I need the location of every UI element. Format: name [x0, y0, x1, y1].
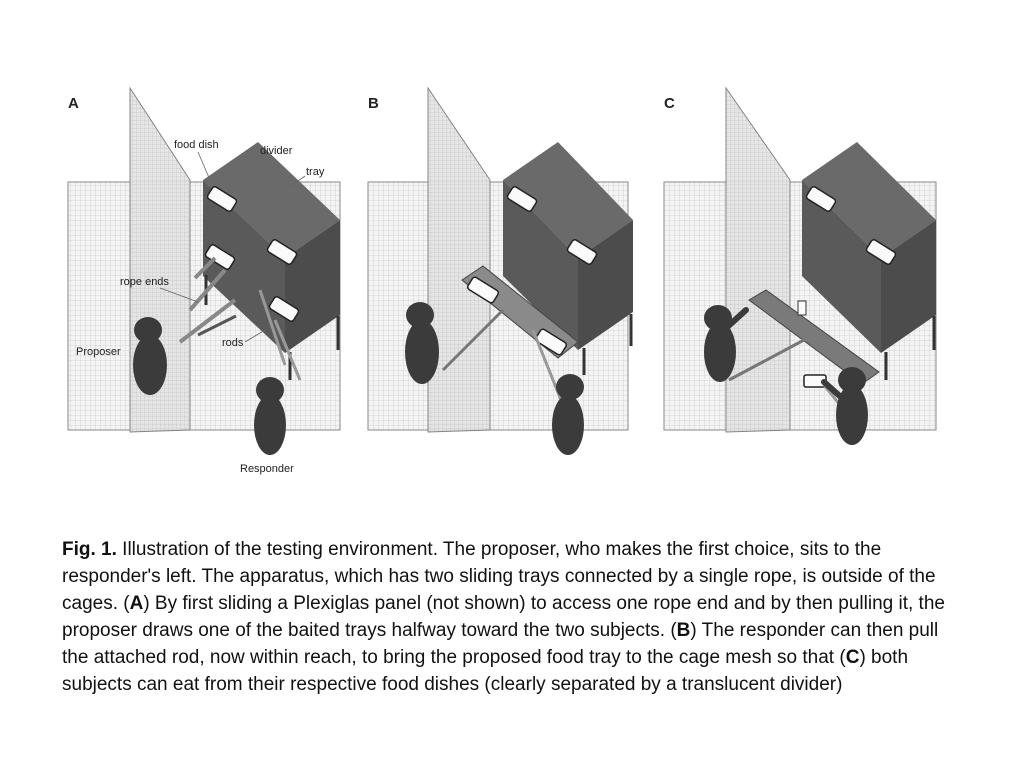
- tray: [204, 244, 236, 270]
- panel-letter-c: C: [664, 95, 675, 112]
- responder-head: [838, 367, 866, 393]
- panel-letter-a: A: [68, 95, 79, 112]
- label-responder: Responder: [240, 463, 294, 475]
- apparatus-top: [203, 142, 340, 258]
- responder-head: [556, 374, 584, 400]
- caption-ref-c: C: [845, 647, 860, 668]
- caption-ref-a: A: [129, 593, 144, 614]
- divider-panel: [427, 86, 491, 433]
- figure-illustration: A food dish divider tray rope ends Propo…: [60, 80, 960, 480]
- tray: [206, 186, 238, 212]
- tray: [466, 276, 500, 304]
- apparatus-side: [285, 220, 340, 353]
- label-rope-ends: rope ends: [120, 276, 169, 288]
- apparatus-front: [203, 180, 285, 353]
- divider-panel: [725, 86, 791, 433]
- rope: [178, 256, 237, 344]
- responder-body: [254, 395, 286, 455]
- caption-ref-b: B: [676, 620, 691, 641]
- sliding-plank: [748, 289, 880, 385]
- tray: [865, 239, 897, 265]
- tray: [266, 239, 298, 265]
- panel-letter-b: B: [368, 95, 379, 112]
- label-divider: divider: [260, 145, 293, 157]
- proposer-body: [405, 320, 439, 384]
- responder-head: [256, 377, 284, 403]
- responder-body: [552, 395, 584, 455]
- caption-text: ) By first sliding a Plexiglas panel (no…: [62, 593, 945, 641]
- rope: [441, 308, 505, 372]
- proposer-body: [133, 335, 167, 395]
- tray: [534, 328, 568, 356]
- rope: [728, 338, 805, 382]
- label-rods: rods: [222, 337, 244, 349]
- tray: [268, 296, 300, 322]
- panel-a: A food dish divider tray rope ends Propo…: [67, 86, 341, 475]
- figure-svg: A food dish divider tray rope ends Propo…: [67, 86, 937, 475]
- tray: [805, 186, 837, 212]
- panel-b: B: [367, 86, 633, 455]
- label-food-dish: food dish: [174, 139, 219, 151]
- caption-text: ) both subjects can eat from their respe…: [62, 647, 909, 695]
- caption-text: Illustration of the testing environment.…: [62, 539, 936, 614]
- rods: [258, 289, 302, 381]
- label-proposer: Proposer: [76, 346, 121, 358]
- tray: [566, 239, 598, 265]
- caption-text: ) The responder can then pull the attach…: [62, 620, 939, 668]
- panel-c: C: [663, 86, 937, 445]
- figure-caption: Fig. 1. Illustration of the testing envi…: [62, 536, 962, 698]
- proposer-body: [704, 322, 736, 382]
- tray: [506, 186, 538, 212]
- label-tray: tray: [306, 166, 325, 178]
- caption-lead: Fig. 1.: [62, 539, 117, 560]
